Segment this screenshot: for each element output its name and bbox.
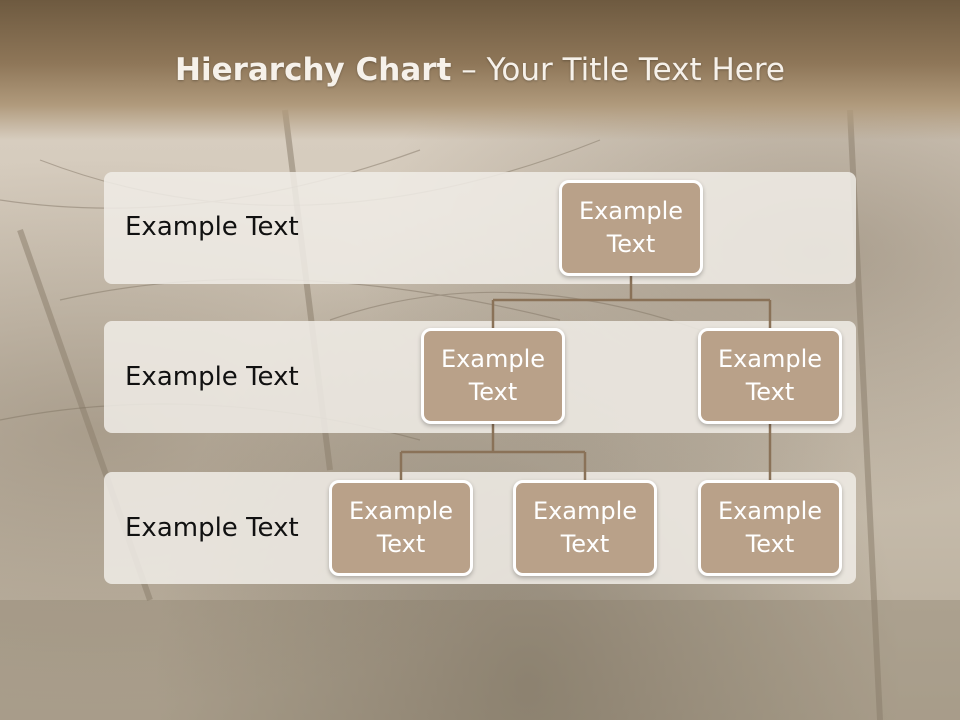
node-level3-a-line1: Example: [348, 497, 454, 525]
node-root-line1: Example: [578, 197, 684, 225]
node-level2-right-line2: Text: [745, 378, 795, 406]
title-rest: – Your Title Text Here: [451, 52, 785, 88]
node-level2-left-line2: Text: [468, 378, 518, 406]
node-level3-c-line1: Example: [717, 497, 823, 525]
node-root-line2: Text: [606, 230, 656, 258]
node-level3-c-line2: Text: [745, 530, 795, 558]
slide-title: Hierarchy Chart – Your Title Text Here: [0, 52, 960, 88]
node-level3-a-line2: Text: [376, 530, 426, 558]
title-bar: [0, 0, 960, 140]
level-band-1: [104, 172, 856, 284]
node-level2-left-line1: Example: [440, 345, 546, 373]
level-label-3: Example Text: [125, 513, 299, 543]
node-level3-b-line1: Example: [532, 497, 638, 525]
node-level3-b-line2: Text: [560, 530, 610, 558]
title-bold: Hierarchy Chart: [175, 52, 452, 88]
level-label-2: Example Text: [125, 362, 299, 392]
level-label-1: Example Text: [125, 212, 299, 242]
node-level2-right-line1: Example: [717, 345, 823, 373]
